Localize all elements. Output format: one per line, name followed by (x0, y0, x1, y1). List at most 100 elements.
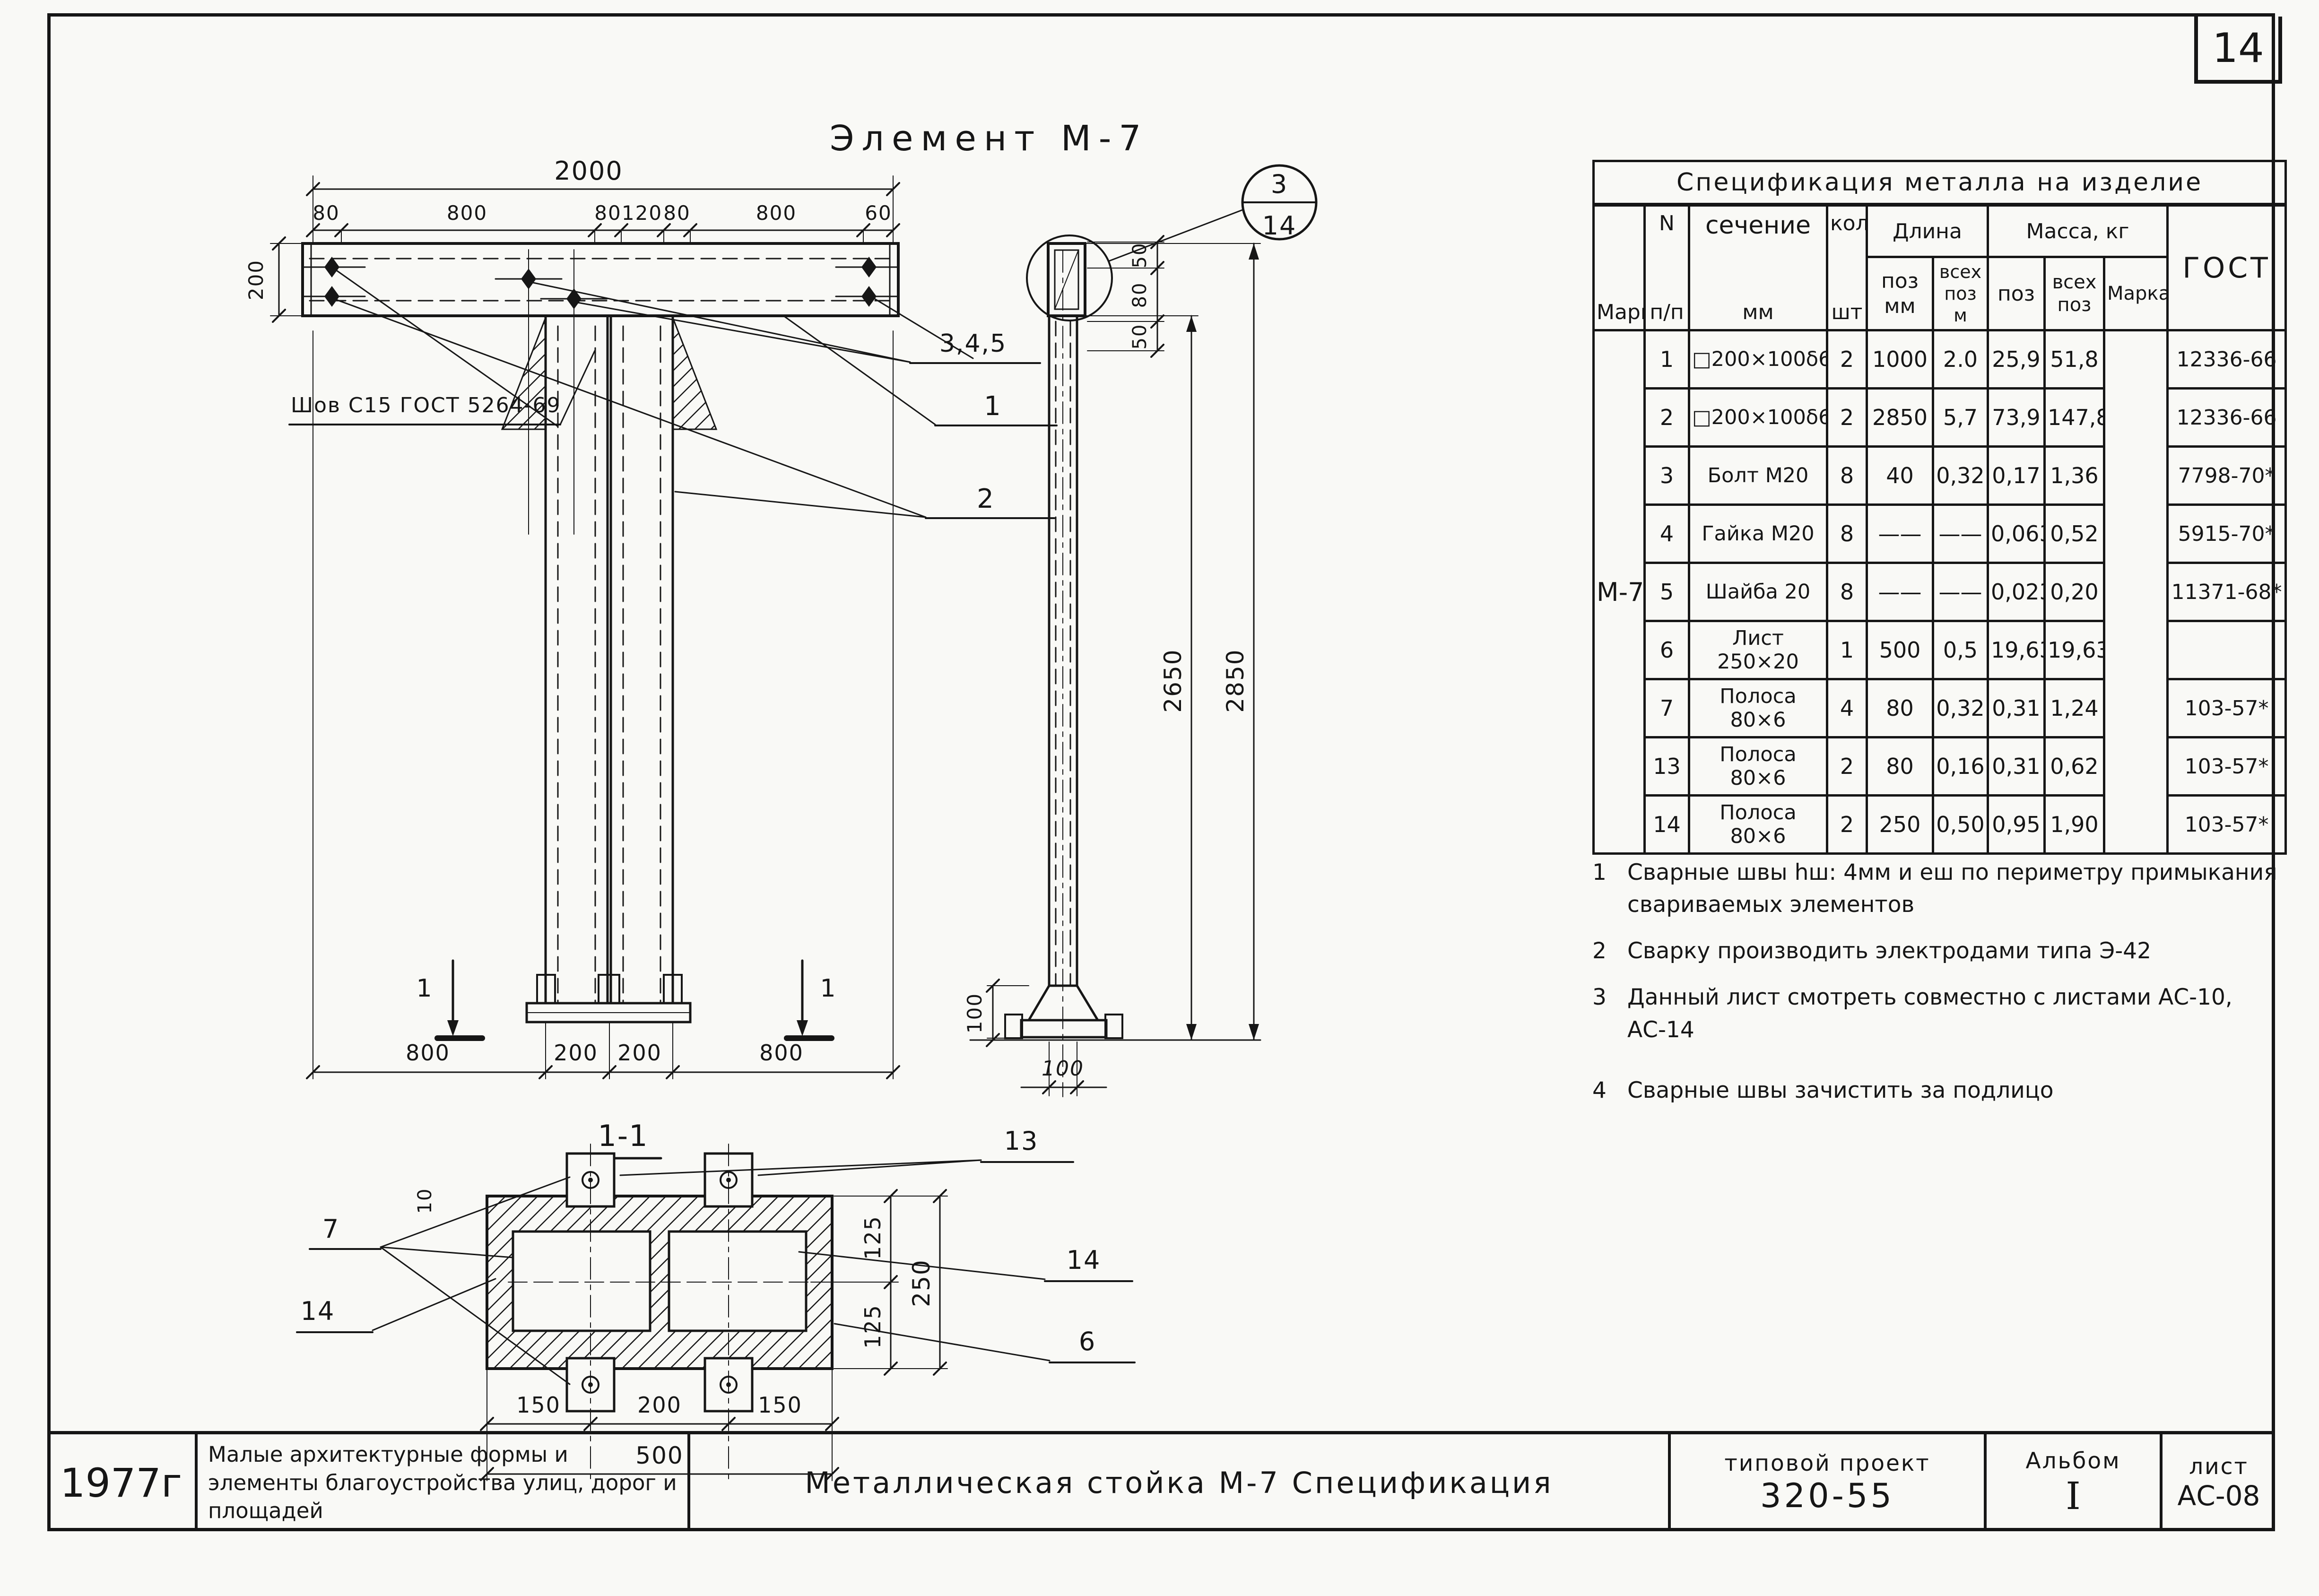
title-block-title: Металлическая стойка М-7 Спецификация (690, 1434, 1671, 1531)
dim-b800a: 800 (406, 1040, 450, 1066)
callout-3-4-5: 3,4,5 (939, 330, 1007, 358)
sheet-label: лист (2189, 1454, 2249, 1480)
label-13: 13 (1004, 1126, 1039, 1156)
dim-2850: 2850 (1222, 649, 1249, 712)
title-block-sheet: лист АС-08 (2163, 1434, 2275, 1531)
dim-80b: 80 (594, 201, 621, 225)
dim-80a: 80 (313, 201, 339, 225)
dim-120: 120 (622, 201, 662, 225)
posts (544, 314, 674, 1005)
side-view: 3 14 50 80 50 2650 (963, 164, 1318, 1097)
callout-1: 1 (984, 391, 1002, 422)
dim-10: 10 (414, 1188, 436, 1214)
dim-80s: 80 (1129, 282, 1151, 308)
dim-2000: 2000 (554, 156, 623, 186)
dim-200s: 200 (637, 1392, 682, 1418)
section-title: 1-1 (598, 1119, 648, 1153)
dim-800a: 800 (447, 201, 487, 225)
section-cut-marks (434, 959, 834, 1041)
section-view: 125 125 250 150 200 150 (296, 1126, 1136, 1485)
col-header-massa: Масса, кг (1987, 203, 2169, 258)
weld-gusset-right (672, 317, 718, 430)
note-text: Сварку производить электродами типа Э-42 (1627, 938, 2151, 964)
note-text: Данный лист смотреть совместно с листами… (1627, 984, 2232, 1043)
front-view: 1 1 2000 (244, 156, 1058, 1160)
dim-100h: 100 (1042, 1057, 1084, 1081)
balloon-sheet-number: 14 (1262, 211, 1297, 241)
col-header-gost: ГОСТ (2166, 203, 2287, 331)
page-number-box: 14 (2194, 17, 2282, 84)
dim-200h: 200 (244, 260, 268, 300)
notes: 1 Сварные швы hш: 4мм и еш по периметру … (1592, 857, 2287, 1121)
note-text: Сварные швы hш: 4мм и еш по периметру пр… (1627, 859, 2277, 918)
note-item: 1 Сварные швы hш: 4мм и еш по периметру … (1592, 857, 2287, 921)
balloon-detail-number: 3 (1271, 169, 1288, 199)
title-block-year: 1977г (47, 1434, 198, 1531)
title-block-album: Альбом I (1987, 1434, 2163, 1531)
dim-150b: 150 (758, 1392, 802, 1418)
section-cut-label: 1 (820, 974, 836, 1003)
label-7: 7 (322, 1214, 339, 1244)
page-number: 14 (2212, 25, 2264, 72)
project-number: 320-55 (1760, 1476, 1894, 1515)
note-item: 3 Данный лист смотреть совместно с листа… (1592, 981, 2287, 1046)
beam-outline (301, 242, 900, 317)
dim-50a: 50 (1129, 243, 1151, 269)
dim-50b: 50 (1129, 324, 1151, 350)
spec-table: Спецификация металла на изделие Марка Nп… (1592, 160, 2287, 855)
note-number: 1 (1592, 859, 1607, 885)
note-item: 2 Сварку производить электродами типа Э-… (1592, 935, 2287, 967)
callout-2: 2 (977, 484, 995, 514)
note-text: Сварные швы зачистить за подлицо (1627, 1077, 2054, 1103)
album-label: Альбом (2025, 1448, 2121, 1474)
dim-500: 500 (635, 1442, 683, 1469)
dim-125b: 125 (860, 1304, 886, 1349)
label-14-right: 14 (1067, 1245, 1101, 1275)
spec-table-title: Спецификация металла на изделие (1592, 160, 2287, 207)
note-number: 3 (1592, 984, 1607, 1011)
dim-2650: 2650 (1159, 649, 1187, 712)
sheet-number: АС-08 (2177, 1480, 2260, 1512)
col-header-m-poz: поз (1987, 256, 2046, 331)
dim-60: 60 (865, 201, 892, 225)
dim-150a: 150 (516, 1392, 561, 1418)
note-number: 4 (1592, 1077, 1607, 1103)
dim-b200a: 200 (554, 1040, 598, 1066)
detail-circle (1026, 234, 1113, 321)
post-base (525, 974, 692, 1024)
dim-125a: 125 (860, 1215, 886, 1260)
dim-b200b: 200 (617, 1040, 662, 1066)
col-header-marka2: Марка (2103, 256, 2169, 331)
label-6: 6 (1079, 1327, 1096, 1356)
album-number: I (2066, 1474, 2081, 1518)
label-14-left: 14 (301, 1296, 335, 1326)
dim-b800b: 800 (759, 1040, 804, 1066)
steel-grade-column (2103, 329, 2169, 855)
title-block-project: типовой проект 320-55 (1671, 1434, 1987, 1531)
project-label: типовой проект (1724, 1450, 1930, 1476)
weld-note: Шов С15 ГОСТ 5264-69 (291, 393, 561, 417)
dim-80c: 80 (663, 201, 690, 225)
drawing-title: Элемент М-7 (830, 118, 1149, 159)
col-header-dlina: Длина (1866, 203, 1989, 258)
title-block: 1977г Малые архитектурные формы и элемен… (47, 1431, 2275, 1531)
dim-100v: 100 (963, 993, 986, 1033)
dim-800b: 800 (756, 201, 797, 225)
note-item: 4 Сварные швы зачистить за подлицо (1592, 1075, 2287, 1107)
title-block-series: Малые архитектурные формы и элементы бла… (198, 1434, 690, 1531)
col-header-marka: Марка (1592, 203, 1646, 331)
